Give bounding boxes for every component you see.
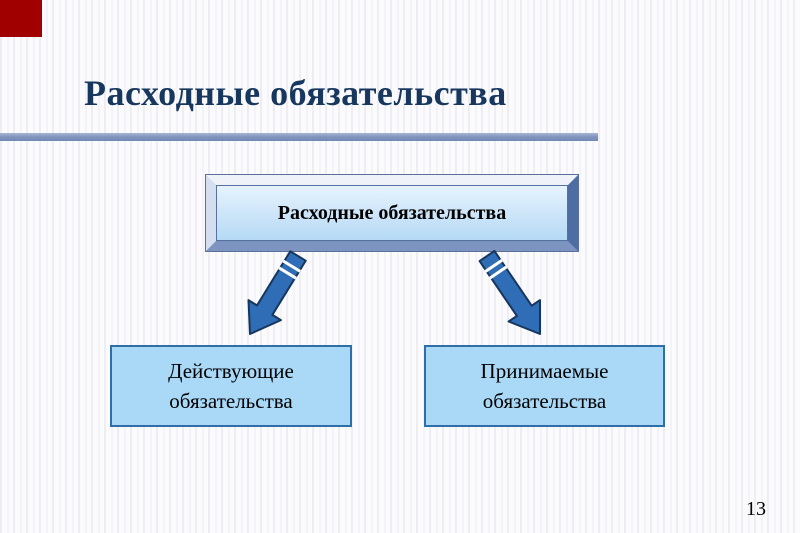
diagram-child-node-right: Принимаемые обязательства xyxy=(424,345,665,427)
diagram-root-label: Расходные обязательства xyxy=(277,201,507,224)
diagram-root-inner: Расходные обязательства xyxy=(216,185,568,241)
slide-title: Расходные обязательства xyxy=(84,73,507,113)
page-number: 13 xyxy=(746,498,766,520)
arrow-down-right-icon xyxy=(478,249,541,335)
diagram-root-node: Расходные обязательства xyxy=(205,174,579,252)
corner-accent-block xyxy=(0,0,42,37)
arrow-right-stripe xyxy=(489,265,508,280)
arrow-left-stripe xyxy=(282,259,301,273)
arrow-down-left-icon xyxy=(247,250,307,335)
diagram-root-bevel: Расходные обязательства xyxy=(206,175,578,251)
arrow-right-stripe xyxy=(484,259,503,273)
diagram-child-label-left: Действующие обязательства xyxy=(168,358,294,413)
diagram-child-label-right: Принимаемые обязательства xyxy=(480,358,609,413)
title-rule xyxy=(0,133,598,141)
arrow-left-stripe xyxy=(278,266,297,280)
diagram-child-node-left: Действующие обязательства xyxy=(110,345,352,427)
